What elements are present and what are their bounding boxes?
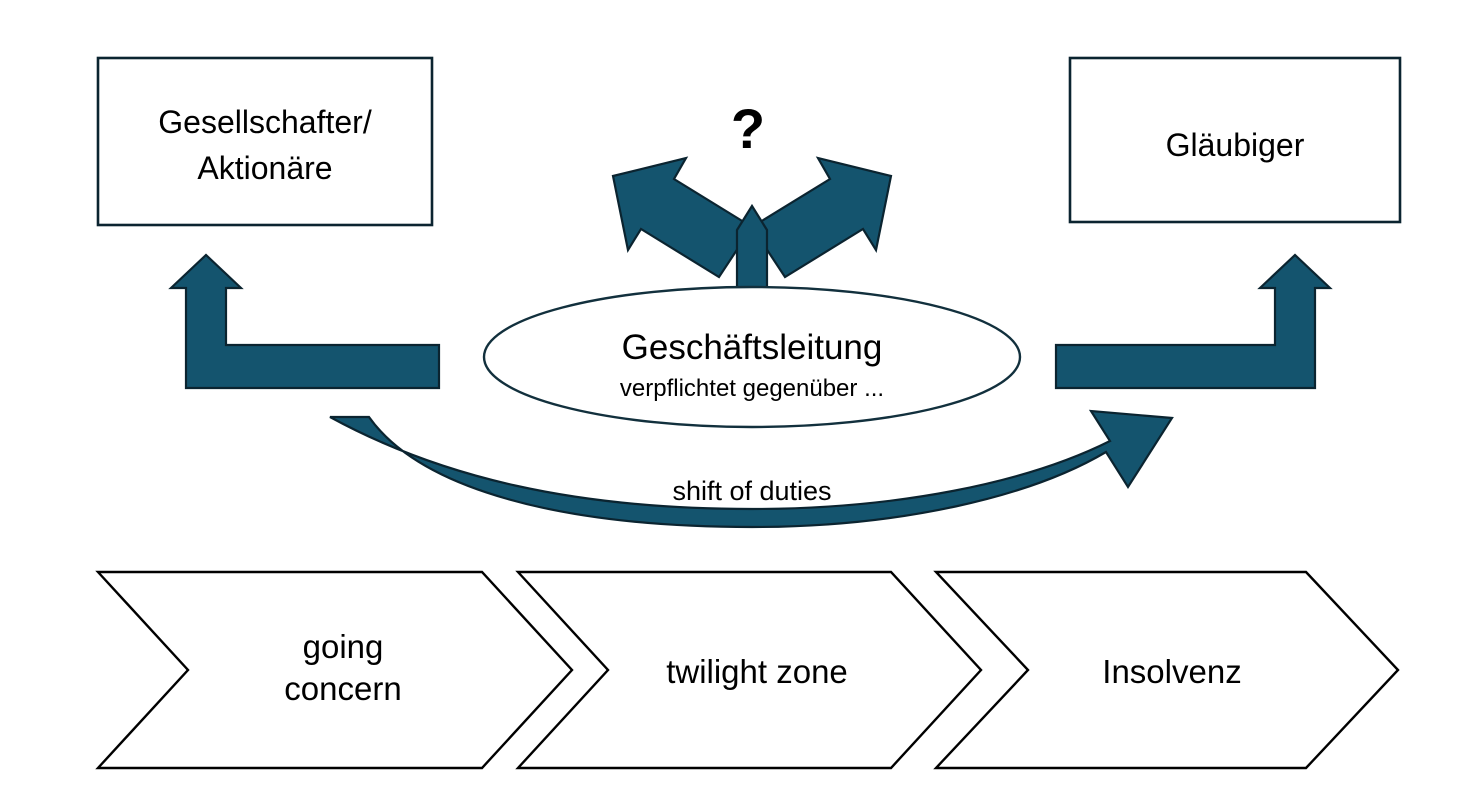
timeline-stage-insolvenz[interactable]: Insolvenz bbox=[933, 570, 1400, 770]
timeline-stage-insolvenz-label-line1: Insolvenz bbox=[1102, 653, 1241, 690]
y-fork-arrow bbox=[611, 156, 893, 295]
creditors-box-label: Gläubiger bbox=[1166, 127, 1305, 163]
shareholders-box-label-line2: Aktionäre bbox=[197, 150, 332, 186]
management-ellipse-title: Geschäftsleitung bbox=[622, 328, 883, 367]
y-fork-stem bbox=[735, 203, 769, 295]
timeline-stage-going-concern-shape bbox=[95, 570, 574, 770]
curved-shift-arrow bbox=[329, 409, 1174, 529]
bent-arrow-to-creditors bbox=[1054, 253, 1333, 390]
timeline-stage-twilight-zone-shape bbox=[515, 570, 983, 770]
timeline-stage-going-concern-label-line2: concern bbox=[284, 670, 401, 707]
shareholders-box[interactable]: Gesellschafter/ Aktionäre bbox=[96, 56, 434, 227]
shareholders-box-label-line1: Gesellschafter/ bbox=[158, 104, 372, 140]
question-mark-label: ? bbox=[731, 97, 765, 160]
management-ellipse[interactable]: Geschäftsleitung verpflichtet gegenüber … bbox=[482, 285, 1022, 429]
y-fork-right-arm bbox=[750, 156, 893, 279]
bent-arrow-left-shape bbox=[168, 253, 441, 390]
management-ellipse-outline bbox=[482, 285, 1022, 429]
bent-arrow-right-shape bbox=[1054, 253, 1333, 390]
creditors-box-outline bbox=[1068, 56, 1402, 224]
timeline-stage-going-concern[interactable]: going concern bbox=[95, 570, 574, 770]
creditors-box[interactable]: Gläubiger bbox=[1068, 56, 1402, 224]
shareholders-box-outline bbox=[96, 56, 434, 227]
timeline-stage-twilight-zone-label-line1: twilight zone bbox=[666, 653, 848, 690]
management-ellipse-subtitle: verpflichtet gegenüber ... bbox=[620, 375, 884, 402]
curved-arrow-label: shift of duties bbox=[672, 476, 831, 506]
timeline-chevrons: going concern twilight zone Insolvenz bbox=[95, 570, 1400, 770]
timeline-stage-going-concern-label-line1: going bbox=[303, 628, 384, 665]
timeline-stage-insolvenz-shape bbox=[933, 570, 1400, 770]
curved-shift-arrow-shape bbox=[329, 409, 1174, 529]
timeline-stage-twilight-zone[interactable]: twilight zone bbox=[515, 570, 983, 770]
y-fork-left-arm bbox=[611, 156, 754, 279]
bent-arrow-to-shareholders bbox=[168, 253, 441, 390]
